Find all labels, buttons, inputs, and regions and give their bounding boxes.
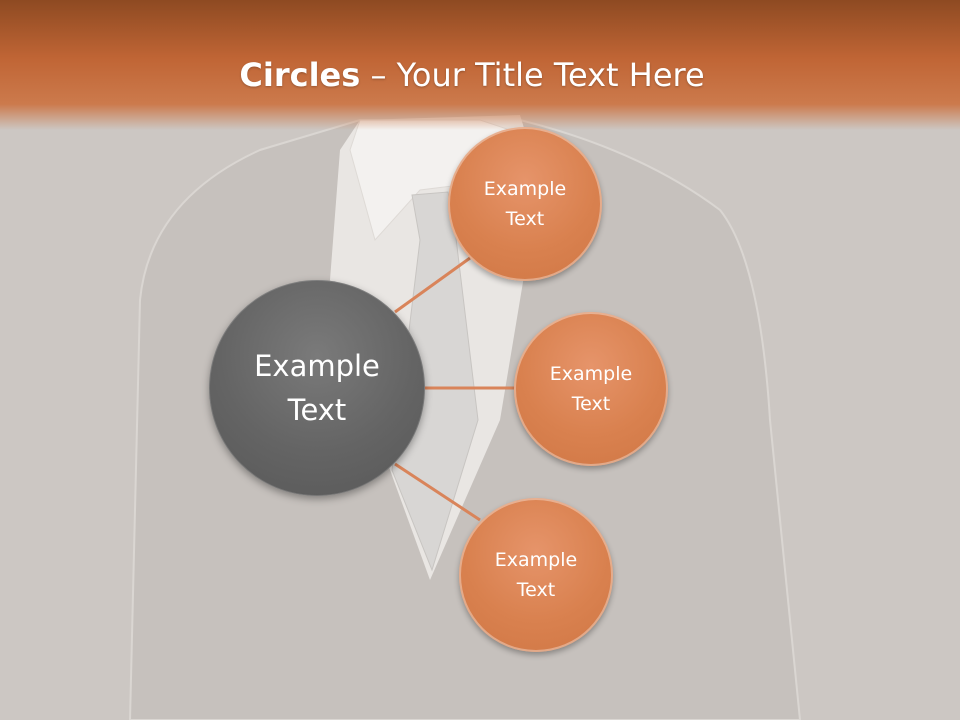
title-bold: Circles	[239, 56, 361, 94]
center-circle-label: Example Text	[254, 349, 380, 427]
connector-bottom	[394, 462, 481, 522]
circle-node-label: Example Text	[483, 178, 567, 230]
circle-node-label: Example Text	[494, 549, 578, 601]
title-rest: – Your Title Text Here	[360, 56, 705, 94]
circle-node-bottom[interactable]: Example Text	[459, 498, 613, 652]
center-circle[interactable]: Example Text	[209, 280, 425, 496]
circle-node-label: Example Text	[549, 363, 633, 415]
connector-top	[394, 256, 471, 314]
circle-node-middle[interactable]: Example Text	[514, 312, 668, 466]
circle-node-top[interactable]: Example Text	[448, 127, 602, 281]
slide-title: Circles – Your Title Text Here	[0, 52, 944, 98]
title-banner	[0, 0, 960, 130]
